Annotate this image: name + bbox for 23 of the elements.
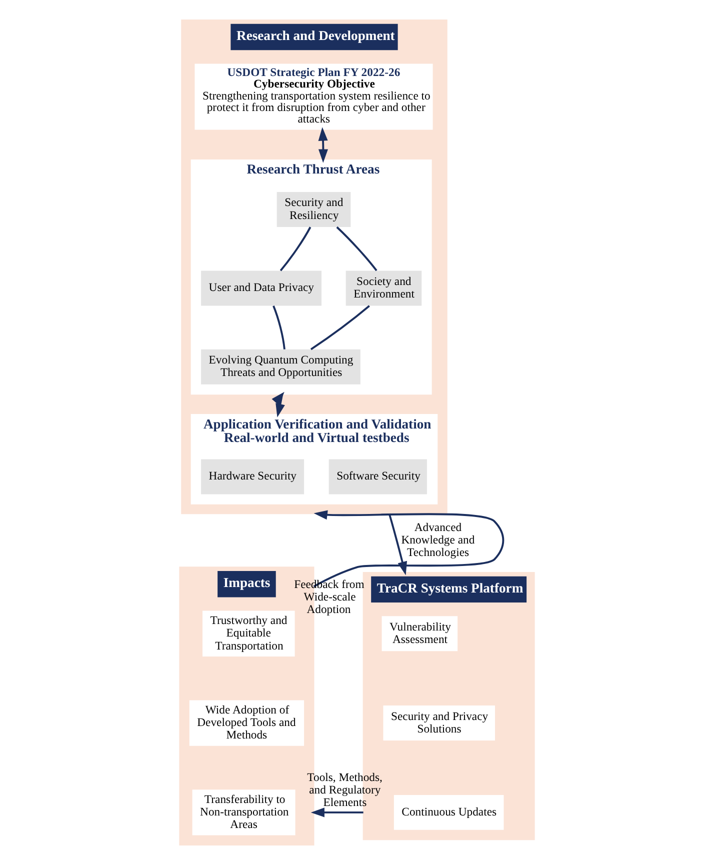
node-box: Transferability to Non-transportation Areas xyxy=(192,790,295,836)
arrow xyxy=(271,392,284,418)
connector xyxy=(272,305,285,350)
node-box: Continuous Updates xyxy=(393,794,504,830)
node-box: Software Security xyxy=(328,459,426,494)
connector xyxy=(310,305,370,350)
node-box: Society and Environment xyxy=(345,270,422,306)
node-box: Vulnerability Assessment xyxy=(381,616,458,652)
node-box: Wide Adoption of Developed Tools and Methods xyxy=(188,700,304,746)
node-box: USDOT Strategic Plan FY 2022-26 Cybersecurity Objective Strengthening transportation system resilience to protect it from disruption from cyber and other attacks xyxy=(194,64,432,130)
edge-label: Advanced Knowledge and Technologies xyxy=(400,520,474,560)
node-box: Hardware Security xyxy=(200,459,304,494)
node-box: Security and Privacy Solutions xyxy=(382,706,494,741)
arrow xyxy=(318,127,328,163)
node-box: Evolving Quantum Computing Threats and Opportunities xyxy=(200,349,360,384)
node-box: Security and Resiliency xyxy=(276,192,350,227)
connector xyxy=(279,226,311,272)
arrow xyxy=(310,808,363,818)
edge-label: Tools, Methods, and Regulatory Elements xyxy=(306,770,382,810)
connector xyxy=(336,226,377,272)
node-box: User and Data Privacy xyxy=(200,270,322,306)
arrow xyxy=(312,510,504,588)
node-box: Trustworthy and Equitable Transportation xyxy=(202,610,294,656)
